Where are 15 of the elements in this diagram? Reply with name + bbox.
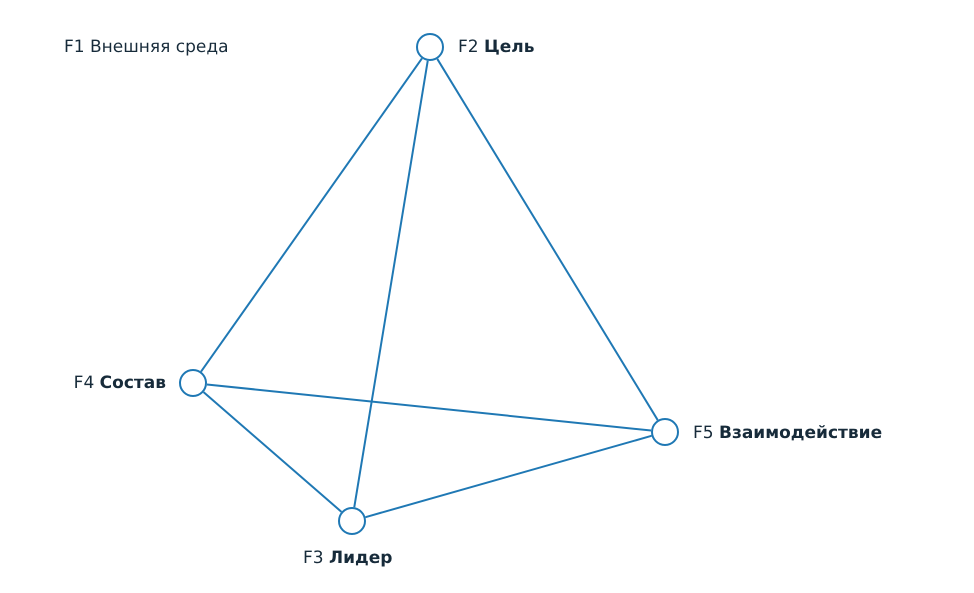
- node-label: F2 Цель: [458, 37, 535, 57]
- connector-line: [206, 383, 652, 432]
- connector-line: [202, 391, 342, 513]
- circle-node: [416, 33, 444, 61]
- connector-line: [200, 58, 423, 372]
- node-label: F5 Взаимодействие: [693, 423, 882, 443]
- node-label: F4 Состав: [74, 373, 166, 393]
- circle-node: [651, 418, 679, 446]
- node-label: F3 Лидер: [303, 548, 392, 568]
- connector-line: [365, 434, 652, 518]
- text-label: F1 Внешняя среда: [64, 37, 229, 57]
- connector-line: [353, 60, 429, 508]
- circle-node: [338, 507, 366, 535]
- connector-line: [436, 58, 659, 421]
- circle-node: [179, 369, 207, 397]
